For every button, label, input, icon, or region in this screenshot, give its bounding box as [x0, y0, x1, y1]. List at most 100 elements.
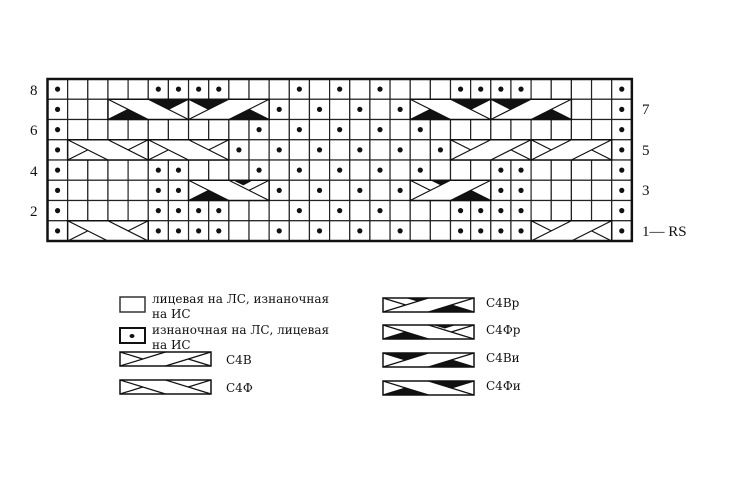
cable-border [409, 179, 492, 202]
purl-triangle [148, 99, 189, 110]
knit-cell [429, 78, 452, 100]
knit-cell [369, 220, 391, 242]
cable-line [147, 149, 169, 161]
knit-cell [167, 118, 190, 141]
purl-dot [54, 106, 61, 112]
knit-cell [87, 179, 109, 202]
chart-row-4 [46, 159, 633, 181]
knit-cell [349, 78, 371, 100]
purl-triangle [383, 353, 429, 360]
knit-cell [228, 199, 250, 222]
knit-cell [590, 118, 613, 141]
cable-C4Fr-row-3 [187, 179, 270, 202]
knit-cell [107, 159, 129, 181]
purl-dot [357, 228, 363, 234]
knit-cell [248, 78, 270, 100]
knit-cell [67, 78, 89, 100]
purl-triangle [428, 381, 474, 388]
purl-dot [236, 147, 242, 153]
row-label-1-rs: 1— RS [642, 224, 687, 240]
knit-cell [308, 118, 331, 141]
knit-cell [288, 179, 311, 202]
legend-knit-symbol [119, 296, 146, 313]
cable-line [409, 108, 431, 121]
purl-dot [397, 147, 403, 153]
legend-symbol-C4Fi [382, 380, 475, 396]
knit-cell [349, 199, 371, 222]
cable-line [119, 351, 143, 360]
knit-cell [87, 159, 109, 181]
purl-dot [175, 208, 182, 214]
knit-cell [449, 159, 472, 181]
purl-dot [377, 127, 383, 133]
cable-border [147, 139, 230, 161]
purl-dot [54, 127, 61, 133]
knit-cell [570, 179, 593, 202]
purl-dot [337, 127, 343, 133]
chart-border [46, 77, 634, 243]
legend-label-C4Bi: С4Ви [486, 351, 520, 365]
purl-dot [397, 228, 403, 234]
cable-border [382, 324, 475, 340]
purl-dot [196, 86, 202, 92]
purl-triangle [228, 109, 270, 120]
knit-cell [208, 159, 230, 181]
purl-dot [478, 208, 484, 214]
knit-cell [369, 98, 391, 121]
purl-dot [54, 187, 61, 193]
knit-cell [349, 118, 371, 141]
cable-background [120, 352, 211, 366]
cable-background [148, 139, 229, 160]
knit-cell [107, 118, 129, 141]
knit-cell [490, 118, 512, 141]
purl-dot [296, 208, 302, 214]
knit-cell [409, 220, 431, 242]
purl-dot [437, 147, 444, 153]
cable-line [188, 98, 209, 110]
cable-C4B-row-5 [530, 139, 613, 161]
knit-cell [228, 159, 250, 181]
knit-cell [590, 179, 613, 202]
knit-cell [590, 159, 613, 181]
cable-line [248, 179, 270, 191]
knit-cell [409, 78, 431, 100]
knit-cell [429, 159, 452, 181]
cable-C4Br-row-3 [409, 179, 492, 202]
knit-cell [187, 118, 210, 141]
legend-label-C4Fr: С4Фр [486, 323, 521, 337]
cable-background [531, 139, 612, 160]
cable-border [382, 297, 475, 313]
cable-border [490, 98, 573, 121]
purl-dot [498, 86, 504, 92]
purl-dot [518, 228, 524, 234]
chart-row-1 [46, 220, 633, 242]
purl-dot [337, 208, 343, 214]
knit-cell [570, 159, 593, 181]
purl-triangle [428, 360, 474, 367]
knit-cell [389, 199, 411, 222]
row-label-3: 3 [642, 183, 650, 199]
purl-dot [397, 106, 403, 112]
purl-dot [397, 187, 403, 193]
purl-dot [377, 208, 383, 214]
purl-dot [337, 86, 343, 92]
purl-dot [619, 187, 625, 193]
purl-dot [54, 228, 61, 234]
knit-cell [349, 159, 371, 181]
purl-dot [316, 228, 323, 234]
purl-dot [417, 127, 423, 133]
knit-cell [550, 118, 572, 141]
cable-line [591, 230, 612, 242]
purl-triangle [450, 190, 491, 201]
knit-cell [67, 199, 89, 222]
cable-line [127, 139, 149, 151]
cable-line [450, 139, 471, 151]
cable-border [187, 179, 270, 202]
cable-line [188, 98, 230, 121]
row-label-8: 8 [30, 83, 38, 99]
purl-triangle [405, 298, 429, 302]
knit-cell [550, 199, 572, 222]
knit-cell [127, 199, 149, 222]
